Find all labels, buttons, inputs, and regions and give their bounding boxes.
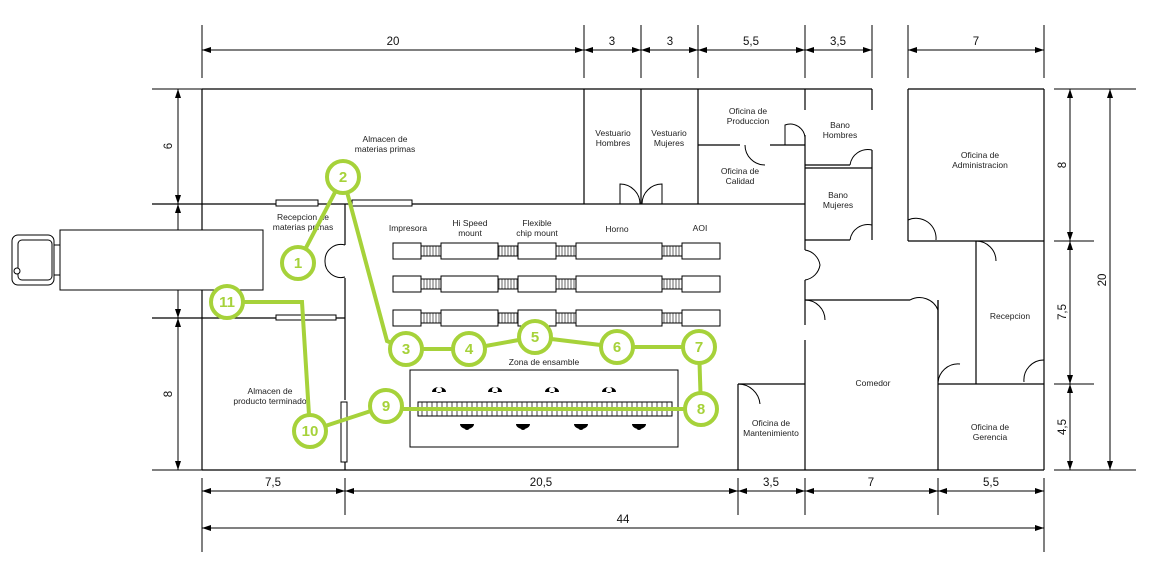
dim-total-height: 20	[1097, 274, 1109, 287]
route-step-label: 3	[402, 341, 410, 358]
dim-top-3-5: 3,5	[830, 36, 846, 48]
production-line-2	[392, 275, 721, 293]
route-step-marker	[599, 329, 635, 365]
dim-top-3a: 3	[609, 36, 615, 48]
dim-bottom-5-5: 5,5	[983, 477, 999, 489]
doors	[324, 123, 1045, 405]
label-zona-ensamble: Zona de ensamble	[509, 357, 580, 367]
dim-left-6a: 6	[163, 143, 175, 149]
label-impresora: Impresora	[389, 223, 428, 233]
route-step-marker	[451, 331, 487, 367]
dim-top-7: 7	[973, 36, 979, 48]
dimension-labels: 20 3 3 5,5 3,5 7 7,5 20,5 3,5 7 5,5 44 6…	[163, 36, 1109, 526]
route-step-label: 5	[531, 329, 539, 346]
dim-bottom-7-5: 7,5	[265, 477, 281, 489]
dim-bottom-3-5: 3,5	[763, 477, 779, 489]
route-step-label: 1	[294, 255, 302, 272]
route-step-marker	[368, 388, 404, 424]
dim-right-8: 8	[1057, 162, 1069, 168]
dimension-lines	[152, 25, 1136, 552]
process-route: 1 2 3 4 5 6 7 8 9 10 11	[209, 159, 719, 449]
production-line-3	[392, 309, 721, 327]
route-step-marker	[681, 329, 717, 365]
route-step-marker	[325, 159, 361, 195]
label-aoi: AOI	[693, 223, 708, 233]
route-step-marker	[292, 413, 328, 449]
dim-top-20: 20	[387, 36, 400, 48]
route-step-label: 4	[465, 341, 474, 358]
dim-right-7-5: 7,5	[1057, 304, 1069, 320]
dim-bottom-20-5: 20,5	[530, 477, 552, 489]
dim-left-8: 8	[163, 391, 175, 397]
route-step-marker	[517, 319, 553, 355]
route-step-label: 8	[697, 401, 705, 418]
route-step-label: 7	[695, 339, 703, 356]
dim-top-5-5: 5,5	[743, 36, 759, 48]
route-step-label: 9	[382, 398, 390, 415]
dim-total-width: 44	[617, 514, 630, 526]
label-recepcion: Recepcion	[990, 311, 1030, 321]
route-step-marker	[209, 284, 245, 320]
route-step-marker	[280, 245, 316, 281]
dim-bottom-7: 7	[868, 477, 874, 489]
label-comedor: Comedor	[856, 378, 891, 388]
label-horno: Horno	[605, 224, 628, 234]
truck-icon	[11, 229, 264, 291]
walls	[152, 88, 1045, 471]
route-step-marker	[388, 331, 424, 367]
dimension-arrows	[175, 47, 1113, 531]
dim-right-4-5: 4,5	[1057, 419, 1069, 435]
route-step-label: 6	[613, 339, 621, 356]
route-segment	[227, 300, 312, 432]
route-step-marker	[683, 391, 719, 427]
route-step-label: 10	[302, 423, 319, 440]
worker-icons	[432, 387, 646, 430]
openings	[275, 199, 413, 463]
dim-top-3b: 3	[667, 36, 673, 48]
route-step-label: 2	[339, 169, 347, 186]
production-lines	[392, 242, 721, 327]
route-step-label: 11	[219, 294, 235, 311]
production-line-1	[392, 242, 721, 260]
